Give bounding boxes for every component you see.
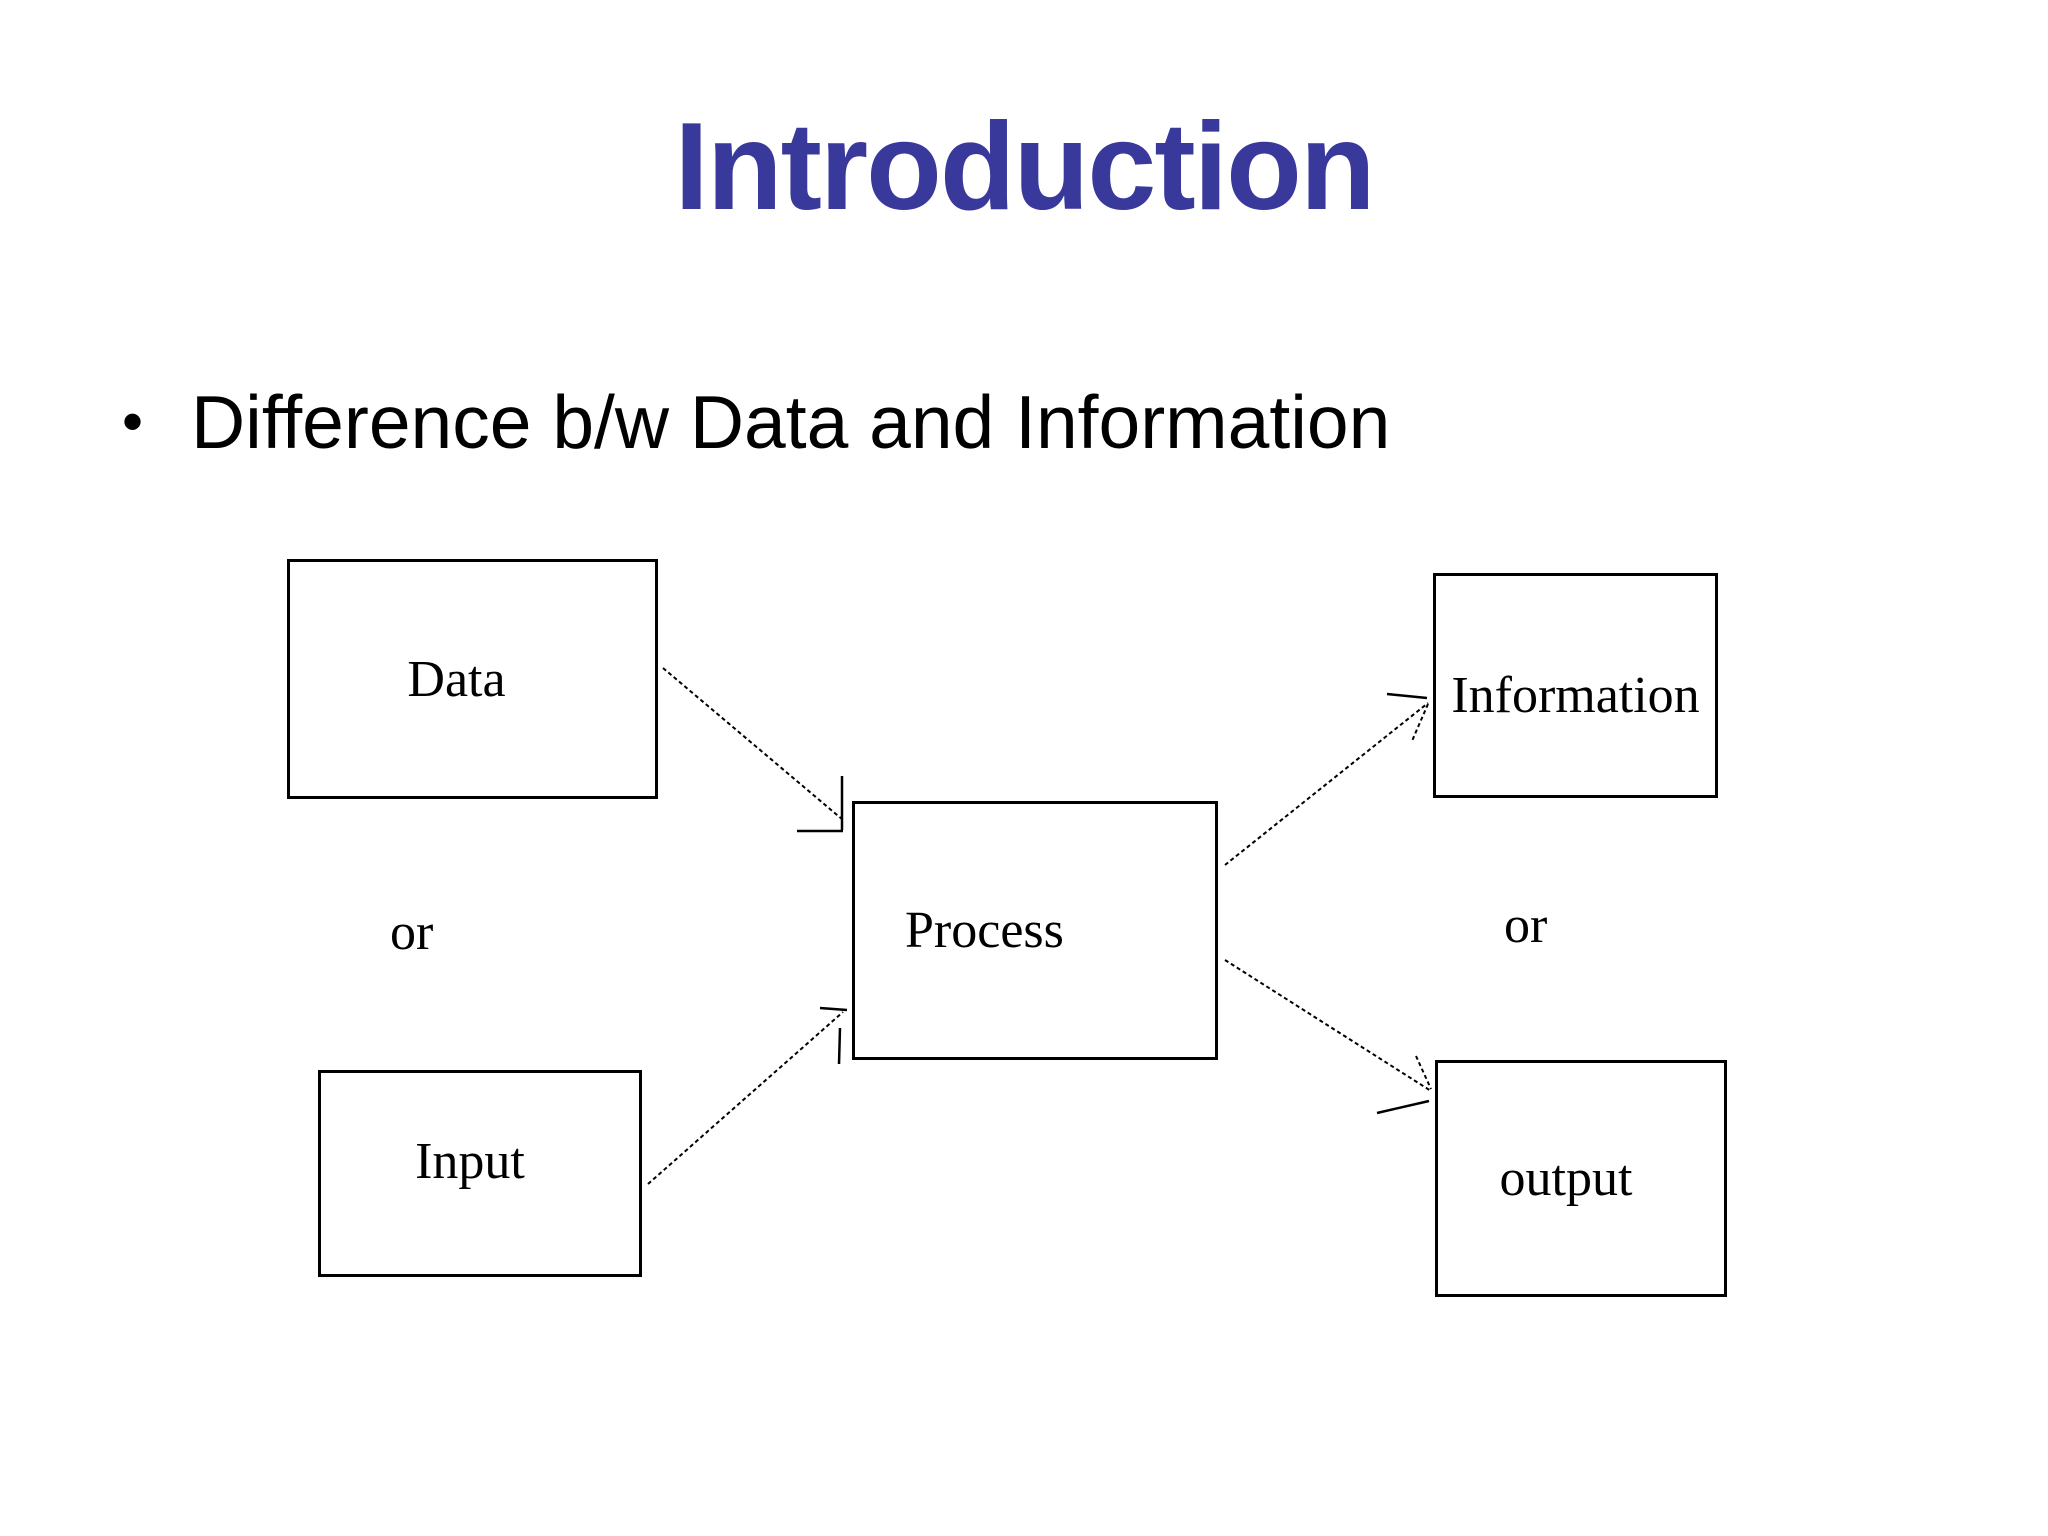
bullet-text: Difference b/w Data and Information (191, 380, 1391, 464)
node-input-label: Input (415, 1133, 525, 1190)
node-output-label: output (1499, 1150, 1633, 1207)
arrow-input-to-process (647, 1006, 848, 1185)
slide-title: Introduction (674, 98, 1375, 236)
node-input: Input (318, 1070, 642, 1277)
node-output: output (1435, 1060, 1727, 1297)
bullet-item: • Difference b/w Data and Information (122, 380, 1390, 464)
node-process: Process (852, 801, 1218, 1060)
node-information: Information (1433, 573, 1718, 798)
arrow-process-to-output (1224, 959, 1432, 1115)
or-label-left: or (390, 904, 434, 961)
node-process-label: Process (905, 902, 1064, 959)
or-label-right: or (1504, 897, 1548, 954)
arrow-data-to-process (662, 667, 844, 833)
node-data: Data (287, 559, 658, 799)
arrow-process-to-information (1224, 692, 1429, 866)
bullet-icon: • (122, 388, 144, 455)
node-information-label: Information (1451, 667, 1700, 724)
node-data-label: Data (407, 650, 506, 708)
